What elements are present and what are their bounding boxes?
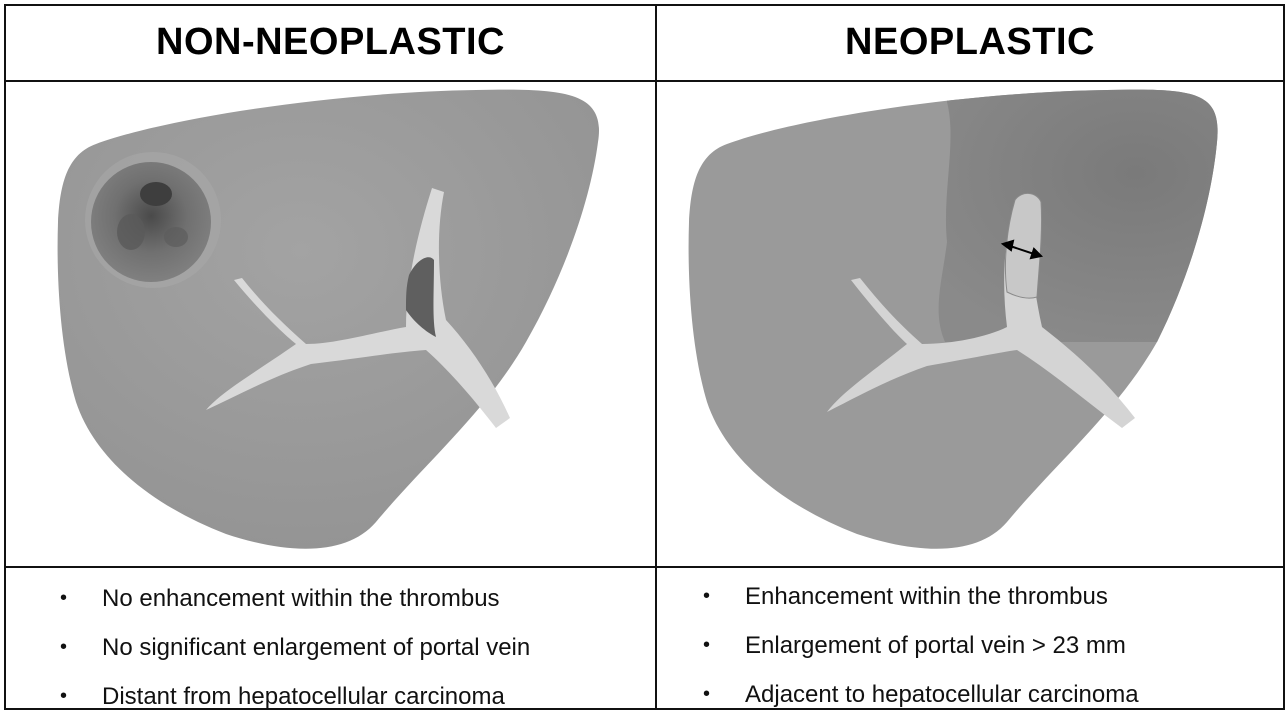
liver-drawing-non-neoplastic (6, 82, 655, 566)
infiltrative-hcc (939, 82, 1283, 342)
liver-drawing-neoplastic (657, 82, 1283, 566)
list-item: •Enhancement within the thrombus (703, 572, 1139, 621)
bullet-icon: • (703, 670, 745, 719)
bullet-icon: • (703, 572, 745, 621)
bullet-icon: • (60, 623, 102, 672)
bullet-icon: • (703, 621, 745, 670)
bullet-icon: • (60, 574, 102, 623)
non-neoplastic-illustration (6, 82, 655, 566)
list-item: •Adjacent to hepatocellular carcinoma (703, 670, 1139, 719)
neoplastic-illustration (657, 82, 1283, 566)
non-neoplastic-title: NON-NEOPLASTIC (6, 4, 655, 80)
non-neoplastic-criteria-list: •No enhancement within the thrombus •No … (60, 568, 530, 721)
list-item: •Enlargement of portal vein > 23 mm (703, 621, 1139, 670)
list-item: •No enhancement within the thrombus (60, 574, 530, 623)
neoplastic-criteria-list: •Enhancement within the thrombus •Enlarg… (703, 568, 1139, 719)
neoplastic-title: NEOPLASTIC (657, 4, 1283, 80)
list-item: •No significant enlargement of portal ve… (60, 623, 530, 672)
